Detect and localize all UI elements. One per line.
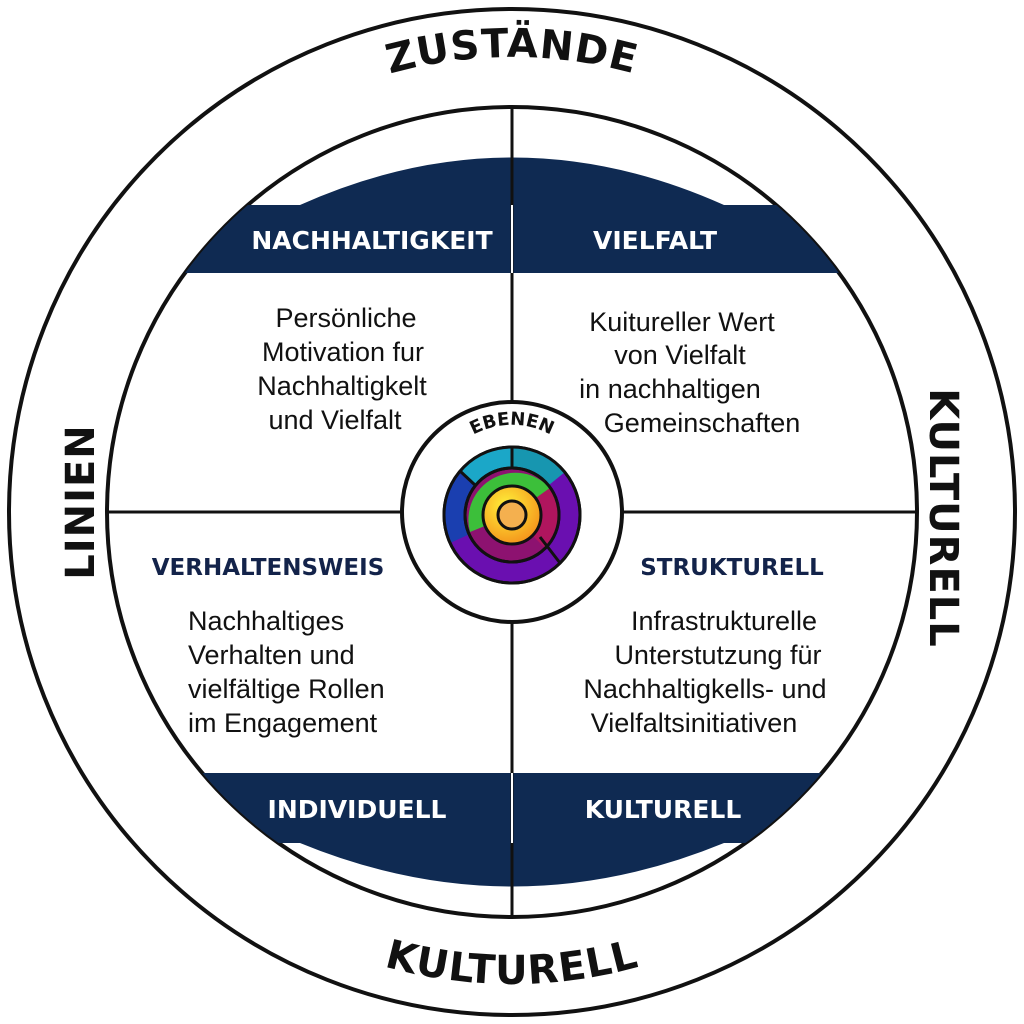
text-line: Kuitureller Wert	[589, 307, 775, 337]
text-line: Infrastrukturelle	[631, 606, 817, 636]
band-label-vielfalt: VIELFALT	[593, 226, 717, 255]
heading-verhaltensweis: VERHALTENSWEIS	[152, 555, 385, 581]
text-line: Motivation fur	[262, 337, 424, 367]
outer-label-left: LINIEN	[58, 424, 104, 580]
band-label-kulturell: KULTURELL	[585, 795, 742, 824]
text-line: Gemeinschaften	[604, 408, 801, 438]
text-line: Nachhaltigkells- und	[583, 674, 826, 704]
text-line: und Vielfalt	[268, 405, 402, 435]
text-line: Vielfaltsinitiativen	[591, 708, 798, 738]
text-line: vielfältige Rollen	[188, 674, 385, 704]
text-top-right: Kuitureller Wert von Vielfalt in nachhal…	[579, 307, 800, 438]
text-line: Nachhaltigkelt	[257, 371, 427, 401]
text-line: Nachhaltiges	[188, 606, 344, 636]
center-levels: EBENEN	[400, 400, 624, 624]
text-line: im Engagement	[188, 708, 378, 738]
text-bottom-right: Infrastrukturelle Unterstutzung für Nach…	[583, 606, 826, 738]
text-top-left: Persönliche Motivation fur Nachhaltigkel…	[257, 303, 427, 435]
heading-strukturell: STRUKTURELL	[640, 555, 824, 581]
text-line: Verhalten und	[188, 640, 355, 670]
text-bottom-left: Nachhaltiges Verhalten und vielfältige R…	[188, 606, 385, 738]
band-label-nachhaltigkeit: NACHHALTIGKEIT	[251, 226, 492, 255]
core-circle	[496, 499, 528, 531]
text-line: von Vielfalt	[614, 340, 746, 370]
text-line: in nachhaltigen	[579, 374, 761, 404]
text-line: Unterstutzung für	[614, 640, 821, 670]
outer-label-right: KULTURELL	[920, 388, 966, 648]
text-line: Persönliche	[275, 303, 416, 333]
band-label-individuell: INDIVIDUELL	[268, 795, 447, 824]
